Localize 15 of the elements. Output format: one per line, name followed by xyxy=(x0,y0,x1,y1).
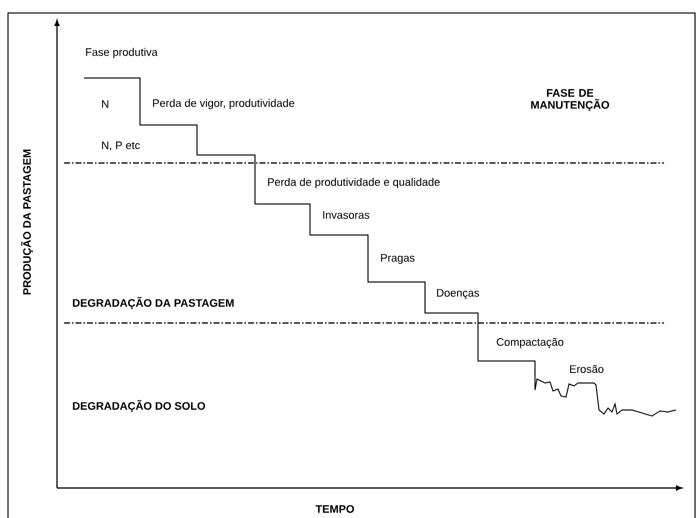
label: PRODUÇÃO DA PASTAGEM xyxy=(21,150,34,294)
label: FASE DE MANUTENÇÃO xyxy=(531,89,610,111)
label: Pragas xyxy=(381,254,415,264)
label: Invasoras xyxy=(323,211,370,219)
label: Compactação xyxy=(496,338,564,348)
label: Perda de produtividade e qualidade xyxy=(268,178,440,188)
label: Perda de vigor, produtividade xyxy=(153,98,294,110)
label: N xyxy=(102,100,108,108)
label: TEMPO xyxy=(316,505,354,513)
label: N, P etc xyxy=(102,142,140,150)
label: Doenças xyxy=(437,289,480,299)
label: Erosão xyxy=(570,365,604,373)
label: DEGRADAÇÃO DA PASTAGEM xyxy=(72,296,234,309)
label: Fase produtiva xyxy=(86,48,158,58)
label: DEGRADAÇÃO DO SOLO xyxy=(72,400,206,412)
